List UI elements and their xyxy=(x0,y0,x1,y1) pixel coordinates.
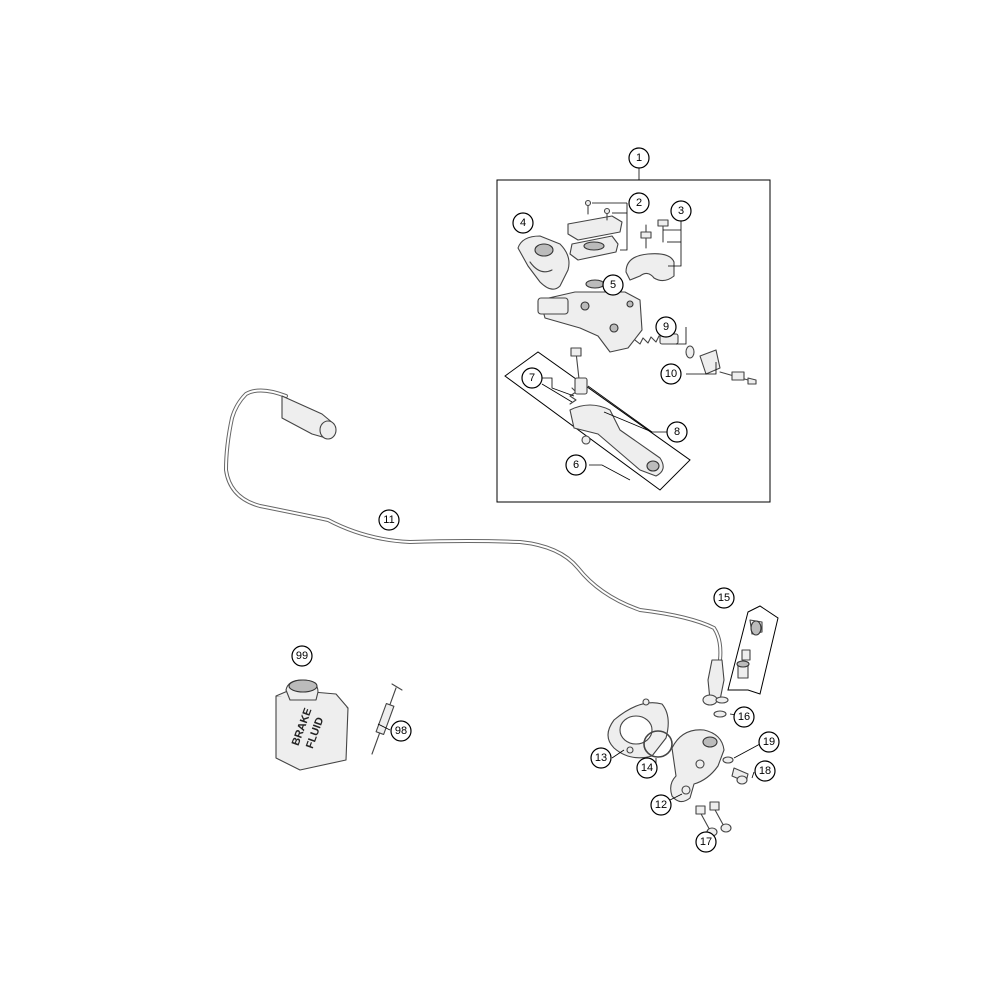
svg-text:6: 6 xyxy=(573,459,579,471)
reservoir-housing xyxy=(517,235,570,290)
svg-text:10: 10 xyxy=(665,368,677,380)
callout-2-leads xyxy=(592,202,628,251)
svg-text:9: 9 xyxy=(663,321,669,333)
callout-7: 7 xyxy=(521,367,543,389)
svg-text:13: 13 xyxy=(595,752,607,764)
svg-text:12: 12 xyxy=(655,799,667,811)
svg-text:98: 98 xyxy=(395,725,407,737)
callout-7-leads xyxy=(541,377,575,403)
callout-8: 8 xyxy=(666,421,688,443)
bleed-screw xyxy=(731,767,755,785)
svg-text:8: 8 xyxy=(674,426,680,438)
brake-fluid-bottle: BRAKE FLUID xyxy=(275,679,349,771)
syringe xyxy=(371,683,403,755)
callout-3-leads xyxy=(668,211,682,267)
svg-text:2: 2 xyxy=(636,197,642,209)
svg-text:1: 1 xyxy=(636,152,642,164)
svg-text:19: 19 xyxy=(763,736,775,748)
svg-text:17: 17 xyxy=(700,836,712,848)
callout-11: 11 xyxy=(378,509,400,531)
callout-9: 9 xyxy=(655,316,677,338)
clutch-hose xyxy=(224,388,725,706)
callout-3: 3 xyxy=(670,200,692,222)
callout-14: 14 xyxy=(636,757,658,779)
svg-text:14: 14 xyxy=(641,762,653,774)
fitting-kit xyxy=(727,605,779,695)
svg-text:7: 7 xyxy=(529,372,535,384)
callout-1: 1 xyxy=(628,147,650,169)
kit-frame xyxy=(496,179,771,503)
svg-text:11: 11 xyxy=(383,514,394,526)
svg-text:4: 4 xyxy=(520,217,526,229)
reservoir-seal xyxy=(585,279,605,289)
master-cylinder-body xyxy=(537,291,643,353)
master-cylinder-kit-group xyxy=(496,168,771,503)
mounting-bolts xyxy=(695,801,732,837)
callout-8-leads xyxy=(587,385,667,433)
callout-13: 13 xyxy=(590,747,612,769)
callout-2: 2 xyxy=(628,192,650,214)
callout-17: 17 xyxy=(695,831,717,853)
svg-text:15: 15 xyxy=(718,592,730,604)
callout-16: 16 xyxy=(733,706,755,728)
svg-text:18: 18 xyxy=(759,765,771,777)
callout-4: 4 xyxy=(512,212,534,234)
callout-6: 6 xyxy=(565,454,587,476)
gasket xyxy=(607,698,669,759)
callout-15: 15 xyxy=(713,587,735,609)
lever-group xyxy=(504,347,691,491)
boot-pushrod xyxy=(699,349,757,385)
handlebar-clamp xyxy=(625,219,675,282)
svg-text:16: 16 xyxy=(738,711,750,723)
svg-text:99: 99 xyxy=(296,650,308,662)
callout-5: 5 xyxy=(602,274,624,296)
callout-12: 12 xyxy=(650,794,672,816)
callout-99: 99 xyxy=(291,645,313,667)
callout-98: 98 xyxy=(390,720,412,742)
reservoir-cover xyxy=(567,199,623,261)
svg-text:5: 5 xyxy=(610,279,616,291)
callout-19: 19 xyxy=(758,731,780,753)
callout-10: 10 xyxy=(660,363,682,385)
callout-18: 18 xyxy=(754,760,776,782)
slave-cylinder xyxy=(665,729,725,803)
piston-spring xyxy=(634,333,695,359)
svg-text:3: 3 xyxy=(678,205,684,217)
bleed-washer xyxy=(722,743,761,764)
